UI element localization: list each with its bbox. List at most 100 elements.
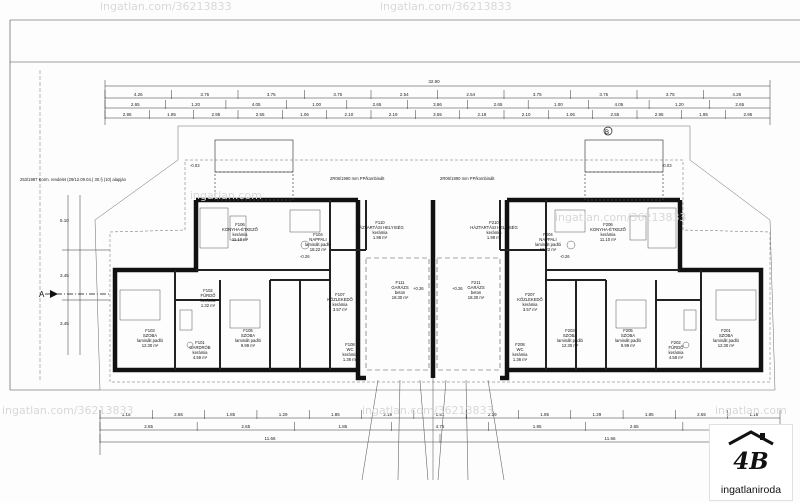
room-label-line: laminált padló [535,242,562,247]
room-label-line: laminált padló [713,338,740,343]
room-label-line: laminált padló [615,338,642,343]
room-label-line: F210 [489,220,499,225]
logo-mark: 4B [733,448,769,475]
section-marker-a-label: A [39,290,45,299]
room-label-line: SZOBA [719,333,733,338]
room-label-line: 9.99 m² [241,343,256,348]
dimension-label: 2.55 [256,112,265,117]
dimension-label: 2.10 [522,112,531,117]
left-dim-3: 3.45 [60,321,69,326]
room-label-line: beton [471,290,482,295]
room-label-line: kerámia [233,232,249,237]
level-left: -0.03 [190,163,200,168]
terraces [214,139,664,201]
room-label-line: F208 [515,342,525,347]
dimension-label: 2.95 [655,112,664,117]
dimension-label: 2.65 [373,102,382,107]
dimension-label: 4.26 [732,92,741,97]
watermark-top-left: ingatlan.com [190,189,262,202]
section-marker-a: A [39,290,110,299]
logo-name: ingatlaniroda [720,484,782,496]
site-outline [94,125,776,391]
watermark-top-right: ingatlan.com/36213833 [555,211,687,224]
room-label-line: kerámia [523,302,539,307]
dimension-label: 2.19 [488,412,497,417]
room-label-line: F211 [471,280,481,285]
dimension-label: 2.65 [735,102,744,107]
room-label-line: NAPPALI [539,237,556,242]
dimension-label: 2.54 [400,92,409,97]
room-label-line: F110 [375,220,385,225]
dimension-label: 1.15 [749,412,758,417]
room-label-line: kerámia [193,350,209,355]
room-label-line: laminált padló [235,338,262,343]
dimension-label: 2.65 [131,102,140,107]
room-label-line: F207 [525,292,535,297]
dimension-label: 2.55 [610,112,619,117]
dimension-label: 1.85 [226,412,235,417]
agency-logo: 4B ingatlaniroda [709,424,793,501]
room-label-line: GARDRÓB [189,345,210,350]
level-porch-right: -0.26 [560,254,570,259]
room-label-line: F105 [243,328,253,333]
room-label-line: 1.98 m² [373,235,388,240]
room-label-line: 1.36 m² [343,357,358,362]
room-label-line: 11.10 m² [232,237,249,242]
dimension-label: 2.65 [144,424,153,429]
room-label-line: 18.30 m² [392,295,409,300]
level-garage-left: +0.26 [413,286,424,291]
room-label-line: 3.57 m² [333,307,348,312]
dimension-label: 1.85 [645,412,654,417]
left-dim-2: 3.45 [60,273,69,278]
room-label-line: beton [395,290,406,295]
section-marker-b-label: B [605,130,609,136]
left-dim-1: 5.10 [60,218,69,223]
dimension-label: 1.95 [699,112,708,117]
room-label-line: F108 [345,342,355,347]
watermark-bottom-right: ingatlan.com [715,404,787,417]
room-label-line: SZOBA [563,333,577,338]
room-label-line: SZOBA [621,333,635,338]
room-label-line: kerámia [343,352,359,357]
room-label-line: F111 [396,280,406,285]
room-label-line: 11.10 m² [600,237,617,242]
room-label-line: kerámia [333,302,349,307]
dimension-row-bottom-2: 2.652.651.854.761.852.652.65 [99,422,736,431]
dimension-label: 3.75 [267,92,276,97]
driveway-lines [361,378,505,481]
dimension-label: 1.15 [122,412,131,417]
dimension-label: 1.85 [331,412,340,417]
dimension-label: 1.95 [167,112,176,117]
room-label-line: HÁZTARTÁSI HELYISÉG [470,225,517,230]
dimension-label: 1.20 [675,102,684,107]
dimension-label: 1.85 [533,424,542,429]
dimension-label: 1.85 [338,424,347,429]
dimension-label: 4.05 [252,102,261,107]
room-label-line: F203 [565,328,575,333]
regulation-note: 253/1987 Korm. rendelet (29/12.09.04.) 3… [20,177,127,182]
room-label-line: KONYHA-ÉTKEZŐ [222,227,259,232]
room-label-line: F206 [603,222,613,227]
dimension-label: 1.29 [593,412,602,417]
room-label-line: FÜRDŐ [201,293,217,298]
room-label-line: 1.36 m² [513,357,528,362]
dimension-label: 2.19 [383,412,392,417]
room-label-line: GARÁZS [467,285,484,290]
room-label-line: laminált padló [305,242,332,247]
room-label-line: F102 [203,288,213,293]
room-label-line: 12.30 m² [718,343,735,348]
room-label-line: 9.99 m² [621,343,636,348]
room-label-line: F103 [145,328,155,333]
overall-width-label: 32.90 [428,79,440,84]
dimension-label: 1.51 [436,412,445,417]
room-label-line: 1.32 m² [201,303,216,308]
room-label-line: 18.22 m² [540,247,557,252]
dimension-label: 2.65 [241,424,250,429]
room-label-line: 18.30 m² [468,295,485,300]
room-label-line: 1.98 m² [487,235,502,240]
dimension-label: 11.66 [605,436,616,441]
